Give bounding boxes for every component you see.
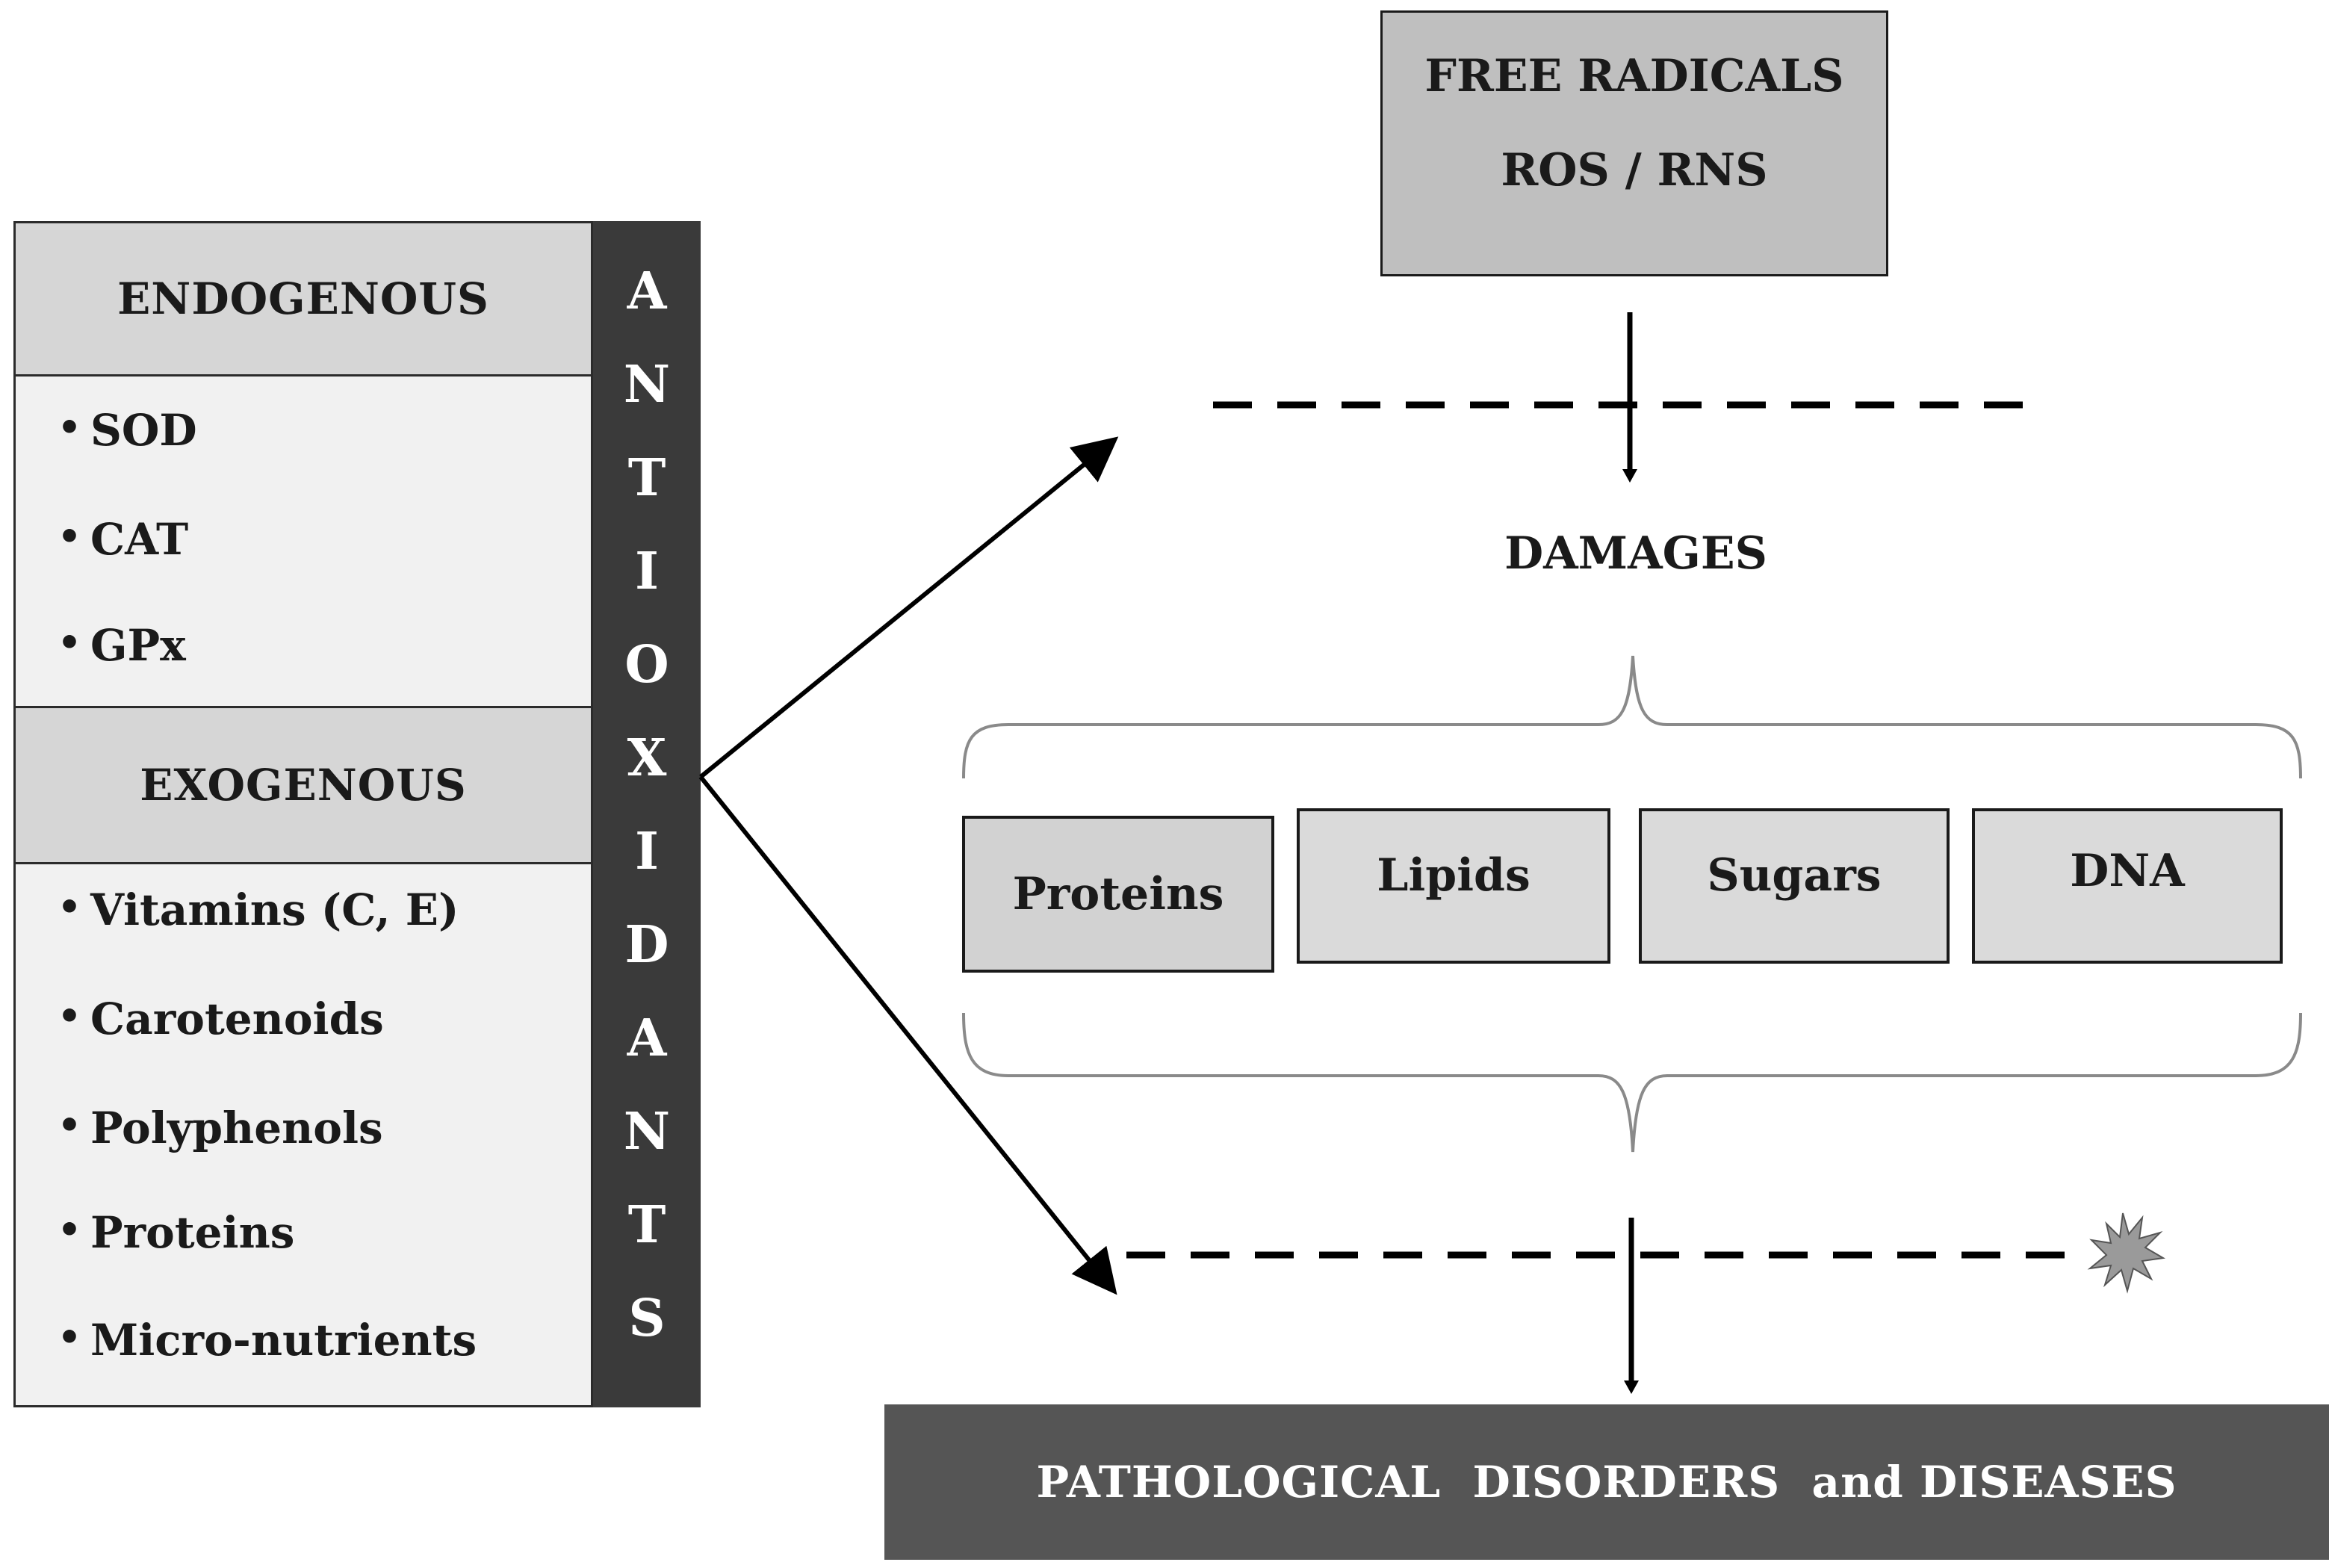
bullet-icon: • [58,884,81,929]
list-item: • Vitamins (C, E) [58,888,459,932]
antioxidants-letter: I [635,542,659,601]
antioxidants-letter: I [635,822,659,881]
bullet-icon: • [58,620,81,664]
target-label-dna: DNA [2070,845,2185,897]
arrow-to-lower-barrier [698,775,1117,1295]
pathological-disorders-banner: PATHOLOGICAL DISORDERS and DISEASES [884,1404,2329,1560]
antioxidants-letter: N [623,355,671,415]
antioxidants-letter: O [624,635,669,695]
exogenous-item-polyphenols: Polyphenols [90,1103,383,1153]
endogenous-header-label: ENDOGENOUS [117,273,489,324]
antioxidants-letter: N [623,1102,671,1162]
antioxidants-letter: T [627,1195,666,1255]
list-item: • GPx [58,624,186,668]
ros-rns-label: ROS / RNS [1501,144,1768,196]
damages-down-arrowhead [1624,1380,1639,1394]
starburst-icon [2087,1212,2165,1294]
endogenous-item-gpx: GPx [90,620,186,671]
antioxidants-letter: S [628,1289,666,1348]
bullet-icon: • [58,405,81,449]
pathological-disorders-label: PATHOLOGICAL DISORDERS and DISEASES [1036,1457,2177,1507]
endogenous-item-sod: SOD [90,405,197,456]
exogenous-item-proteins: Proteins [90,1207,295,1258]
free-radicals-title: FREE RADICALS [1424,50,1844,102]
list-item: • Micro-nutrients [58,1318,477,1363]
free-radicals-box: FREE RADICALS ROS / RNS [1380,10,1888,276]
exogenous-item-micronutrients: Micro-nutrients [90,1315,477,1366]
list-item: • Polyphenols [58,1103,383,1153]
free-radicals-down-arrowhead [1622,469,1637,483]
target-label-lipids: Lipids [1377,849,1531,902]
exogenous-header: EXOGENOUS [16,706,591,864]
target-box-dna: DNA [1972,808,2283,964]
bullet-icon: • [58,514,81,558]
bullet-icon: • [58,994,81,1038]
list-item: • Proteins [58,1211,294,1255]
antioxidants-letter: T [627,448,666,508]
target-label-proteins: Proteins [1012,868,1224,920]
upper-brace [962,655,2302,779]
bullet-icon: • [58,1207,81,1251]
endogenous-item-cat: CAT [90,514,189,565]
antioxidants-letter: A [627,261,667,321]
damages-label: DAMAGES [1504,527,1767,580]
exogenous-item-vitamins: Vitamins (C, E) [90,884,459,935]
target-box-sugars: Sugars [1639,808,1950,964]
exogenous-header-label: EXOGENOUS [140,760,467,811]
lower-brace [962,1012,2302,1153]
arrow-to-upper-barrier [699,436,1119,779]
exogenous-item-carotenoids: Carotenoids [90,994,384,1044]
bullet-icon: • [58,1103,81,1147]
target-box-proteins: Proteins [962,816,1274,973]
antioxidants-letter: A [627,1008,667,1068]
bullet-icon: • [58,1315,81,1359]
list-item: • SOD [58,409,197,453]
antioxidants-letter: D [624,915,669,975]
antioxidants-letter: X [627,728,667,788]
antioxidant-classification-panel: ENDOGENOUS • SOD • CAT • GPx EXOGENOUS •… [13,221,593,1407]
target-label-sugars: Sugars [1707,849,1882,902]
list-item: • CAT [58,518,188,562]
endogenous-header: ENDOGENOUS [16,223,591,376]
list-item: • Carotenoids [58,994,384,1044]
target-box-lipids: Lipids [1297,808,1610,964]
